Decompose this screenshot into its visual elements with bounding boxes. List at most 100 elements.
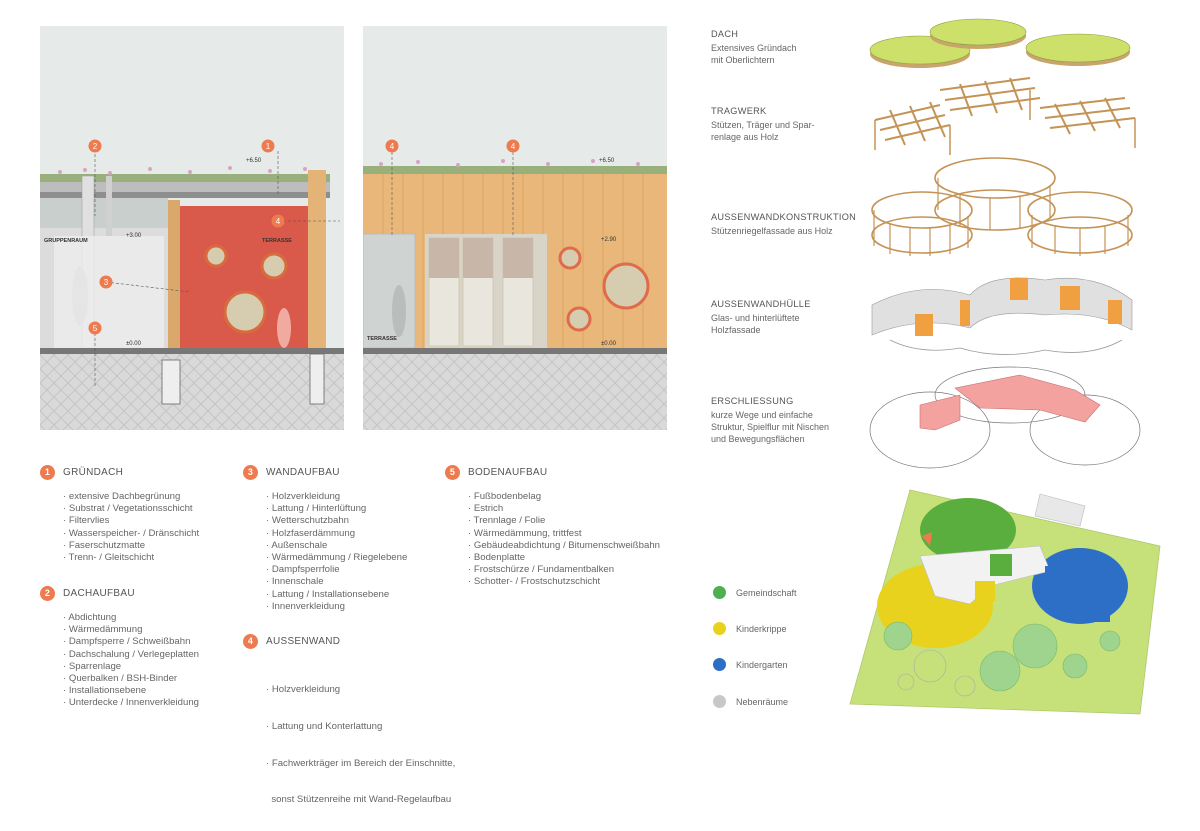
legend-number: 2 <box>40 585 55 601</box>
exploded-text-aussenwandkonstruktion: AUSSENWANDKONSTRUKTION Stützenriegelfass… <box>711 211 861 237</box>
marker-label: 5 <box>93 324 98 333</box>
section-marker: 5 <box>88 321 102 335</box>
legend-item: · Installationsebene <box>63 685 147 697</box>
legend-item: · Fachwerkträger im Bereich der Einschni… <box>266 757 456 769</box>
exploded-title: DACH <box>711 29 739 39</box>
exploded-line: mit Oberlichtern <box>711 55 775 65</box>
key-nebenraeume: Nebenräume <box>713 695 788 708</box>
legend-item: · Dampfsperrfolie <box>266 564 340 576</box>
legend-item: · Trenn- / Gleitschicht <box>63 552 155 564</box>
terrace-label: TERRASSE <box>367 336 397 342</box>
legend-title: DACHAUFBAU <box>63 587 135 599</box>
key-kindergarten: Kindergarten <box>713 658 788 671</box>
legend-number: 5 <box>445 464 460 480</box>
section-drawing-right: 4 4 +6.50 +2.90 ±0.00 TERRASSE <box>363 26 667 430</box>
legend-item: · extensive Dachbegrünung <box>63 491 181 502</box>
legend-number: 4 <box>243 633 258 649</box>
legend-item: · Holzverkleidung <box>266 684 341 696</box>
wall-envelope <box>871 277 1133 355</box>
level-top: +6.50 <box>599 158 615 164</box>
site-plan-axonometric <box>849 489 1161 715</box>
legend-number: 3 <box>243 464 258 480</box>
wall-frame-rings <box>871 157 1133 256</box>
exploded-title: AUSSENWANDKONSTRUKTION <box>711 212 857 222</box>
exploded-line: Holzfassade <box>711 325 761 335</box>
legend-title: AUSSENWAND <box>266 635 341 647</box>
section-marker: 2 <box>88 139 102 153</box>
level-mid: +3.00 <box>126 233 142 239</box>
legend-item: · Querbalken / BSH-Binder <box>63 673 178 685</box>
legend-item: sonst Stützenreihe mit Wand-Regelaufbau <box>266 794 452 806</box>
exploded-line: Extensives Gründach <box>711 43 797 53</box>
legend-item: · Gebäudeabdichtung / Bitumenschweißbahn <box>468 539 660 551</box>
legend-item: · Bodenplatte <box>468 552 526 564</box>
legend-item: · Fußbodenbelag <box>468 491 542 502</box>
legend-item: · Dachschalung / Verlegeplatten <box>63 648 199 660</box>
marker-label: 2 <box>93 142 98 151</box>
legend-item: · Schotter- / Frostschutzschicht <box>468 576 601 588</box>
room-label: GRUPPENRAUM <box>44 238 88 244</box>
legend-item: · Außenschale <box>266 539 328 551</box>
roof-discs <box>869 18 1131 68</box>
exploded-text-tragwerk: TRAGWERK Stützen, Träger und Spar- renla… <box>711 105 861 143</box>
exploded-text-erschliessung: ERSCHLIESSUNG kurze Wege und einfache St… <box>711 395 861 445</box>
exploded-axonometric-drawings <box>869 18 1141 469</box>
section-marker: 4 <box>385 139 399 153</box>
legend-item: · Dampfsperre / Schweißbahn <box>63 636 191 648</box>
section-drawing-left: 2 1 3 4 5 +6.50 +3.00 ±0.00 GRUPPENRAUM … <box>40 26 344 430</box>
key-gemeinschaft: Gemeindschaft <box>713 586 797 599</box>
marker-label: 4 <box>276 217 281 226</box>
section-marker: 4 <box>506 139 520 153</box>
legend-item: · Holzverkleidung <box>266 491 341 502</box>
legend-item: · Wärmedämmung, trittfest <box>468 527 582 539</box>
legend-item: · Lattung / Installationsebene <box>266 588 390 600</box>
legend-title: BODENAUFBAU <box>468 466 548 478</box>
legend-wandaufbau: 3 WANDAUFBAU · Holzverkleidung · Lattung … <box>243 464 443 613</box>
legend-item: · Holzfaserdämmung <box>266 527 356 539</box>
legend-item: · Lattung und Konterlattung <box>266 721 383 733</box>
color-dot <box>713 622 726 635</box>
exploded-line: renlage aus Holz <box>711 132 779 142</box>
legend-item: · Faserschutzmatte <box>63 539 146 551</box>
legend-bodenaufbau: 5 BODENAUFBAU · Fußbodenbelag · Estrich ·… <box>445 464 660 589</box>
level-zero: ±0.00 <box>601 341 617 347</box>
legend-item: · Sparrenlage <box>63 660 122 672</box>
legend-aussenwand: 4 AUSSENWAND · Holzverkleidung · Lattung … <box>243 633 456 831</box>
legend-item: · Filtervlies <box>63 515 110 527</box>
legend-title: WANDAUFBAU <box>266 466 340 478</box>
legend-item: · Trennlage / Folie <box>468 515 546 527</box>
level-top: +6.50 <box>246 158 262 164</box>
exploded-line: Struktur, Spielflur mit Nischen <box>711 422 830 432</box>
legend-number: 1 <box>40 464 55 480</box>
exploded-line: kurze Wege und einfache <box>711 410 813 420</box>
legend-item: · Frostschürze / Fundamentbalken <box>468 564 615 576</box>
legend-item: · Innenverkleidung <box>266 600 345 612</box>
marker-label: 3 <box>104 278 109 287</box>
circulation-layout <box>869 366 1141 469</box>
exploded-title: AUSSENWANDHÜLLE <box>711 299 811 309</box>
exploded-title: ERSCHLIESSUNG <box>711 396 794 406</box>
legend-item: · Wetterschutzbahn <box>266 515 350 527</box>
color-dot <box>713 658 726 671</box>
key-label: Kindergarten <box>736 659 788 670</box>
legend-item: · Substrat / Vegetationsschicht <box>63 503 193 515</box>
key-kinderkrippe: Kinderkrippe <box>713 622 787 635</box>
legend-item: · Wärmedämmung <box>63 624 143 636</box>
section-marker: 3 <box>99 275 113 289</box>
key-label: Nebenräume <box>736 696 789 707</box>
exploded-line: Stützen, Träger und Spar- <box>711 120 815 130</box>
terrace-label: TERRASSE <box>262 238 292 244</box>
exploded-text-dach: DACH Extensives Gründach mit Oberlichter… <box>711 28 861 66</box>
level-window: +2.90 <box>601 237 617 243</box>
legend-item: · Lattung / Hinterlüftung <box>266 503 367 515</box>
key-label: Kinderkrippe <box>736 623 787 634</box>
key-label: Gemeindschaft <box>736 587 797 598</box>
exploded-line: Glas- und hinterlüftete <box>711 313 800 323</box>
legend-item: · Wasserspeicher- / Dränschicht <box>63 527 200 539</box>
exploded-title: TRAGWERK <box>711 106 767 116</box>
legend-item: · Estrich <box>468 503 504 515</box>
exploded-line: Stützenriegelfassade aus Holz <box>711 226 833 236</box>
marker-label: 4 <box>390 142 395 151</box>
